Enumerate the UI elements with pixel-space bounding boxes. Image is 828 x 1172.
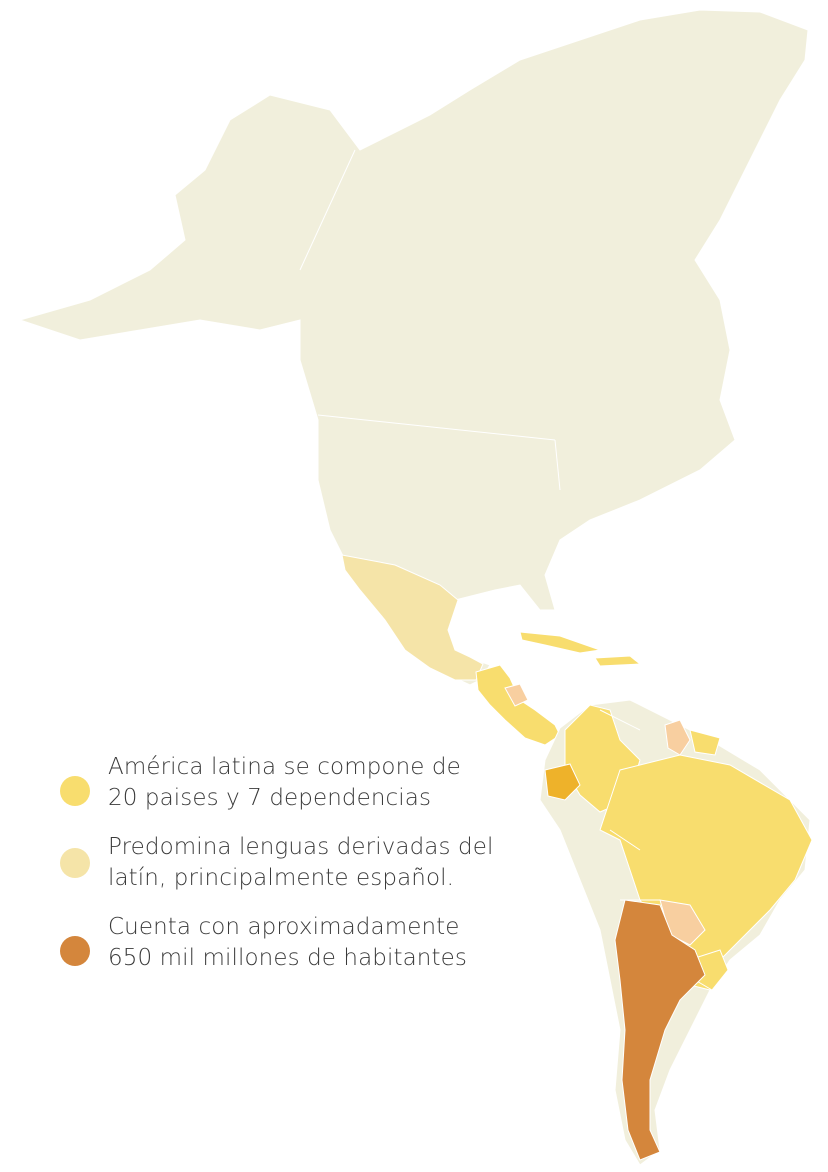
- legend-item-population: Cuenta con aproximadamente 650 mil millo…: [60, 912, 520, 974]
- yellow-circle-icon: [60, 776, 90, 806]
- suriname-region: [689, 729, 721, 756]
- map-legend: América latina se compone de 20 paises y…: [60, 752, 520, 992]
- ecuador: [544, 763, 581, 801]
- caribbean-islands: [519, 631, 642, 667]
- legend-text: América latina se compone de 20 paises y…: [108, 754, 461, 811]
- brazil: [599, 754, 813, 991]
- pale-yellow-circle-icon: [60, 848, 90, 878]
- legend-text: Cuenta con aproximadamente 650 mil millo…: [108, 914, 467, 971]
- legend-item-latin-languages: Predomina lenguas derivadas del latín, p…: [60, 832, 520, 894]
- country-borders: [299, 149, 660, 901]
- legend-item-latin-america: América latina se compone de 20 paises y…: [60, 752, 520, 814]
- argentina: [614, 899, 706, 1161]
- orange-circle-icon: [60, 936, 90, 966]
- guyana-region: [664, 719, 691, 756]
- honduras-region: [504, 683, 529, 707]
- legend-text: Predomina lenguas derivadas del latín, p…: [108, 834, 494, 891]
